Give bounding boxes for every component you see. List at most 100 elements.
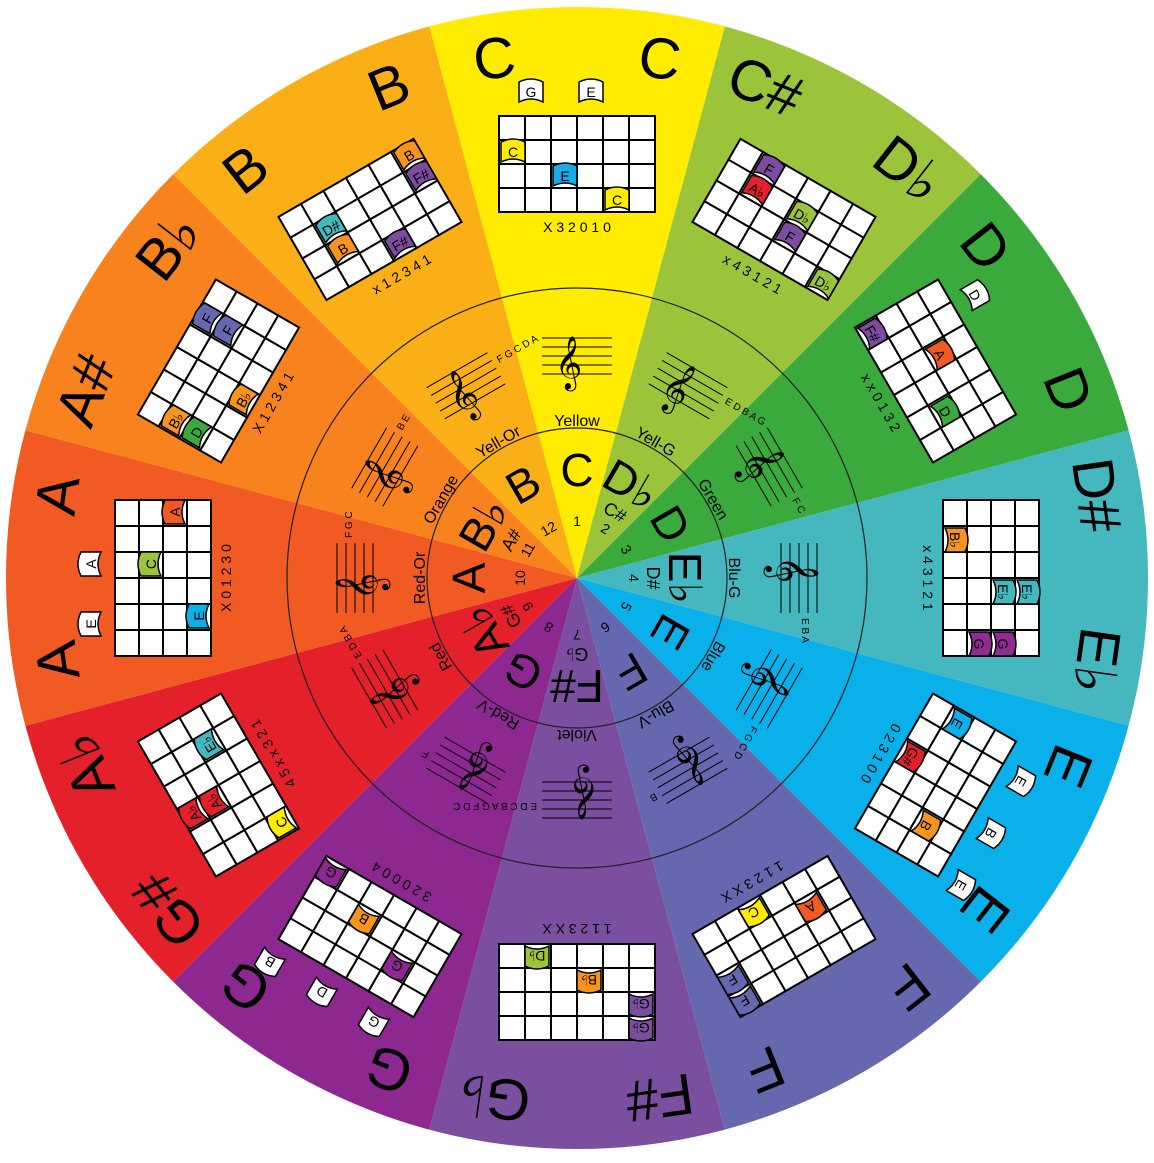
staff-line xyxy=(382,649,419,711)
chord-cell xyxy=(138,499,164,527)
staff-notes: F xyxy=(421,747,432,760)
chord-cell xyxy=(576,187,604,213)
note-flag-shape xyxy=(314,856,348,888)
inner-note-alt: G♭ xyxy=(566,644,589,664)
note-flag-shape xyxy=(737,896,771,928)
staff-line xyxy=(430,360,493,396)
note-flag: E♭ xyxy=(1015,579,1041,605)
note-flag-shape xyxy=(137,551,163,577)
note-flag: C xyxy=(500,138,526,164)
note-flag: E♭ xyxy=(991,579,1017,605)
staff-line xyxy=(743,440,780,503)
note-flag-shape xyxy=(628,992,654,1018)
open-string-flag-shape xyxy=(974,816,1007,850)
chord-cell xyxy=(966,577,992,605)
segment-number: 11 xyxy=(517,539,538,560)
staff-line xyxy=(430,760,493,796)
note-flag-shape xyxy=(383,228,417,260)
open-string-flag: G xyxy=(357,1005,391,1038)
note-flag-shape xyxy=(392,139,426,172)
staff-line xyxy=(751,658,788,720)
note-flag-shape xyxy=(894,739,926,773)
note-flag: G xyxy=(967,631,993,657)
chord-cell xyxy=(186,499,212,527)
note-flag: B xyxy=(326,233,360,265)
staff-line xyxy=(657,367,719,404)
note-flag-shape xyxy=(160,404,193,438)
note-flag: D xyxy=(181,416,213,450)
note-flag: B♭ xyxy=(576,968,602,994)
staff-line xyxy=(652,375,715,412)
open-string-flag-label: E xyxy=(586,84,595,100)
note-flag-shape xyxy=(212,314,245,348)
chord-cell xyxy=(942,577,968,605)
staff-line xyxy=(435,367,497,404)
open-string-flag-shape xyxy=(944,868,977,902)
staff-line xyxy=(374,653,411,716)
note-flag: D♭ xyxy=(524,944,550,970)
note-flag-shape xyxy=(161,499,187,525)
chord-cell xyxy=(628,115,656,141)
outer-note-right: E♭ xyxy=(1060,623,1134,697)
open-string-flag: E xyxy=(578,78,604,104)
note-flag-shape xyxy=(991,631,1017,657)
chord-cell xyxy=(524,139,552,165)
chord-cell xyxy=(602,991,630,1017)
note-flag: D xyxy=(929,395,961,429)
chord-cell xyxy=(628,967,656,993)
note-flag: B♭ xyxy=(228,383,260,417)
open-string-flag-label: A xyxy=(83,559,99,569)
note-flag-shape xyxy=(728,984,762,1017)
chord-cell xyxy=(162,629,188,657)
note-flag-shape xyxy=(967,631,993,657)
chord-cell xyxy=(550,1015,578,1041)
chord-cell xyxy=(524,1015,552,1041)
wheel-segment xyxy=(577,578,982,1131)
open-string-flag-shape xyxy=(578,78,604,104)
staff-line xyxy=(735,649,772,711)
segment-number: 1 xyxy=(573,513,581,529)
chord-cell xyxy=(162,577,188,605)
note-flag: F xyxy=(716,963,750,996)
staff-notes: E B A xyxy=(799,618,810,643)
chord-cell xyxy=(498,163,526,189)
note-flag-label: B♭ xyxy=(233,388,255,410)
chord-cell xyxy=(966,603,992,631)
note-flag-shape xyxy=(806,268,840,300)
note-flag-label: A♭ xyxy=(182,802,204,824)
chord-cell xyxy=(186,577,212,605)
chord-cell xyxy=(990,525,1016,553)
staff-line xyxy=(766,667,803,729)
inner-note-alt: D# xyxy=(643,566,663,589)
chord-cell xyxy=(550,943,578,969)
open-string-flag-shape xyxy=(357,1005,391,1038)
segment-number: 12 xyxy=(538,518,560,540)
note-flag: A♭ xyxy=(198,784,231,818)
chord-cell xyxy=(550,115,578,141)
staff-line xyxy=(374,440,411,503)
chord-cell xyxy=(498,115,526,141)
note-flag-shape xyxy=(191,302,224,336)
inner-note: E♭ xyxy=(659,552,711,604)
note-flag: B♭ xyxy=(943,527,969,553)
staff-line xyxy=(366,436,403,498)
inner-note: A xyxy=(443,562,495,593)
note-flag-label: G♭ xyxy=(632,996,650,1012)
chord-fingering: 1 1 2 3 X X xyxy=(542,921,612,937)
chord-cell xyxy=(990,499,1016,527)
note-flag: G xyxy=(380,949,414,982)
note-flag: E xyxy=(185,603,211,629)
staff-line xyxy=(382,445,419,507)
note-flag-shape xyxy=(628,1016,654,1042)
chord-cell xyxy=(550,187,578,213)
note-flag: E♭ xyxy=(193,727,225,761)
staff-line xyxy=(735,445,772,507)
staff-line xyxy=(426,767,488,804)
chord-cell xyxy=(186,551,212,579)
note-flag: C xyxy=(137,551,163,577)
inner-note: F# xyxy=(550,660,604,712)
